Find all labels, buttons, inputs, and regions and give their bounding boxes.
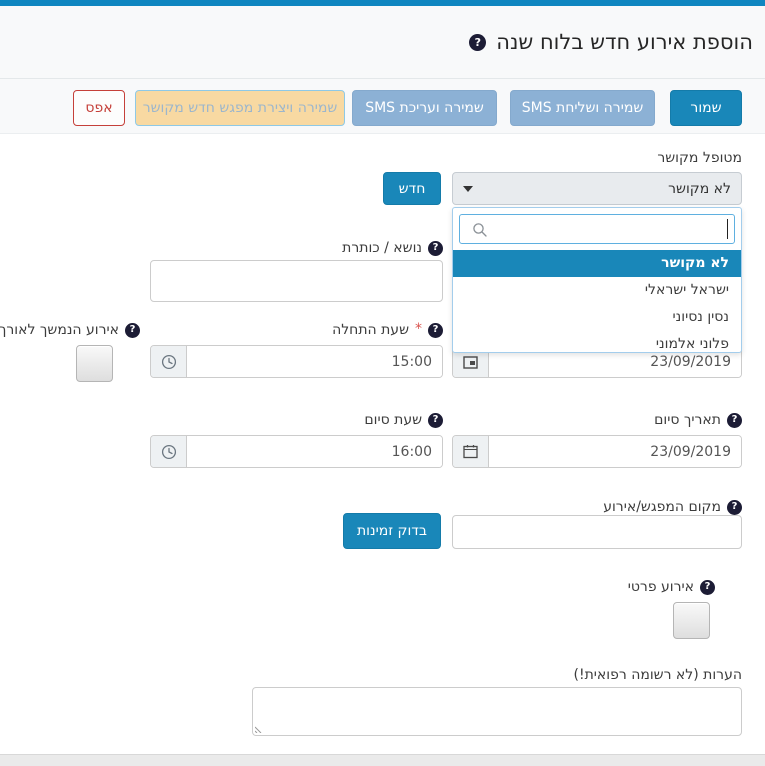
private-event-label: אירוע פרטי xyxy=(627,579,694,595)
end-date-field xyxy=(452,435,742,468)
dropdown-search-input[interactable] xyxy=(460,215,734,243)
location-label: מקום המפגש/אירוע xyxy=(603,499,721,515)
new-patient-button[interactable]: חדש xyxy=(383,172,441,205)
linked-patient-label: מטופל מקושר xyxy=(657,150,742,166)
end-time-help-icon[interactable]: ? xyxy=(428,412,443,428)
end-time-label: שעת סיום xyxy=(364,412,422,428)
start-time-clock-icon[interactable] xyxy=(151,346,187,377)
text-cursor xyxy=(727,219,728,239)
dropdown-search-field[interactable] xyxy=(459,214,735,244)
subject-label: נושא / כותרת xyxy=(342,240,422,256)
linked-patient-dropdown: לא מקושר ישראל ישראלי נסין נסיוני פלוני … xyxy=(452,207,742,353)
reset-button[interactable]: אפס xyxy=(73,90,125,126)
dropdown-option-not-linked[interactable]: לא מקושר xyxy=(453,250,741,277)
end-time-field xyxy=(150,435,443,468)
save-send-sms-button[interactable]: שמירה ושליחת SMS xyxy=(510,90,655,126)
end-date-calendar-icon[interactable] xyxy=(453,436,489,467)
notes-textarea[interactable] xyxy=(252,687,742,736)
header-divider xyxy=(0,78,765,79)
linked-patient-selected-value: לא מקושר xyxy=(668,180,731,197)
private-event-label-row: ? אירוע פרטי xyxy=(628,579,715,595)
dropdown-option-ploni-almoni[interactable]: פלוני אלמוני xyxy=(655,336,729,352)
private-event-help-icon[interactable]: ? xyxy=(700,579,715,595)
start-time-field xyxy=(150,345,443,378)
long-event-label: אירוע הנמשך לאורך ס xyxy=(0,322,119,338)
subject-help-icon[interactable]: ? xyxy=(428,240,443,256)
end-date-help-icon[interactable]: ? xyxy=(727,412,742,428)
end-date-label: תאריך סיום xyxy=(654,412,721,428)
location-label-row: ? מקום המפגש/אירוע xyxy=(603,499,742,515)
private-event-checkbox[interactable] xyxy=(673,602,710,639)
search-icon xyxy=(473,223,487,237)
start-time-input[interactable] xyxy=(187,346,442,377)
long-event-label-row: ? אירוע הנמשך לאורך ס xyxy=(0,322,140,338)
dropdown-option-nisin-nisyoni[interactable]: נסין נסיוני xyxy=(672,309,729,325)
check-availability-button[interactable]: בדוק זמינות xyxy=(343,513,441,549)
long-event-checkbox[interactable] xyxy=(76,345,113,382)
top-accent-bar xyxy=(0,0,765,6)
subject-input[interactable] xyxy=(150,260,443,302)
title-help-icon[interactable]: ? xyxy=(469,33,487,51)
notes-label: הערות (לא רשומה רפואית!) xyxy=(573,667,742,683)
dropdown-option-israel-israeli[interactable]: ישראל ישראלי xyxy=(644,282,729,298)
save-edit-sms-button[interactable]: שמירה ועריכת SMS xyxy=(352,90,497,126)
start-time-label: שעת התחלה xyxy=(332,322,409,338)
end-time-clock-icon[interactable] xyxy=(151,436,187,467)
page-title-row: הוספת אירוע חדש בלוח שנה ? xyxy=(469,30,753,54)
linked-patient-select[interactable]: לא מקושר xyxy=(452,172,742,205)
required-asterisk: * xyxy=(415,320,422,337)
chevron-down-icon xyxy=(463,185,473,192)
end-date-label-row: ? תאריך סיום xyxy=(654,412,742,428)
start-time-help-icon[interactable]: ? xyxy=(428,322,443,338)
end-time-label-row: ? שעת סיום xyxy=(364,412,443,428)
long-event-help-icon[interactable]: ? xyxy=(125,322,140,338)
bottom-edge-strip xyxy=(0,754,765,766)
save-button[interactable]: שמור xyxy=(670,90,742,126)
location-input[interactable] xyxy=(452,515,742,549)
subject-label-row: ? נושא / כותרת xyxy=(342,240,443,256)
start-time-label-row: ? * שעת התחלה xyxy=(332,320,443,338)
end-time-input[interactable] xyxy=(187,436,442,467)
save-create-linked-meeting-button[interactable]: שמירה ויצירת מפגש חדש מקושר xyxy=(135,90,345,126)
end-date-input[interactable] xyxy=(489,436,741,467)
page-title: הוספת אירוע חדש בלוח שנה xyxy=(496,30,753,54)
location-help-icon[interactable]: ? xyxy=(727,499,742,515)
